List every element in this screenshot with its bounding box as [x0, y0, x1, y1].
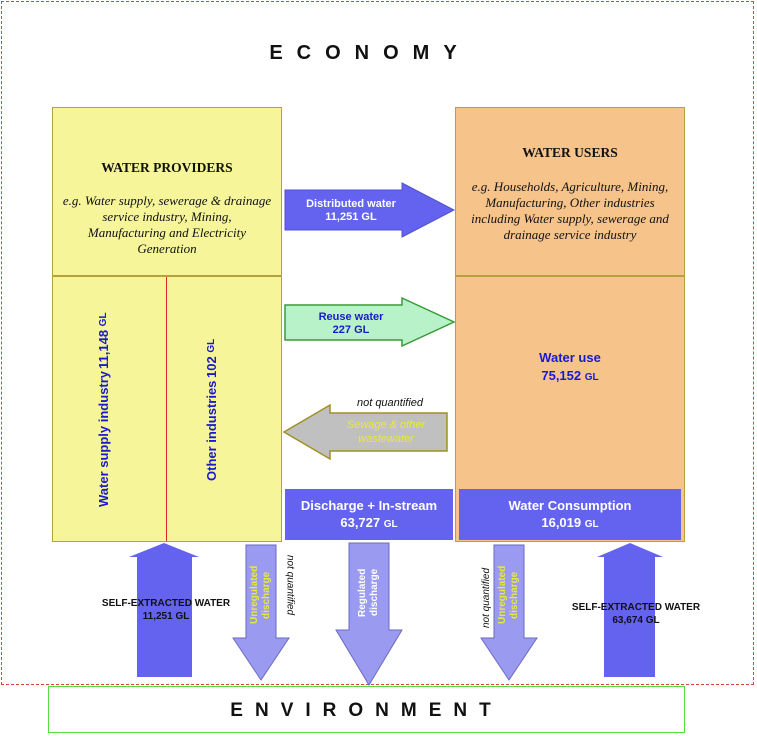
sewage-arrow	[282, 403, 448, 461]
reuse-water-unit: GL	[354, 324, 370, 336]
water-providers-title: WATER PROVIDERS	[101, 160, 233, 175]
self-extracted-left-label: SELF-EXTRACTED WATER	[101, 598, 231, 609]
unregulated-right-label-wrap: Unregulated discharge	[494, 550, 524, 640]
unregulated-discharge-left-note: not quantified	[284, 555, 296, 616]
water-consumption-label: Water Consumption	[508, 498, 632, 513]
unregulated-left-note-wrap: not quantified	[282, 555, 298, 640]
water-consumption-value: 16,019	[541, 515, 582, 530]
unregulated-discharge-right-label: Unregulated discharge	[497, 565, 520, 625]
environment-title: ENVIRONMENT	[230, 700, 503, 721]
sewage-label: Sewage & other wastewater	[346, 419, 426, 445]
unregulated-right-note-wrap: not quantified	[478, 555, 494, 640]
water-users-description: e.g. Households, Agriculture, Mining, Ma…	[471, 179, 669, 242]
self-extracted-right-unit: GL	[645, 615, 660, 626]
self-extracted-right-arrow	[597, 543, 663, 677]
water-providers-box	[52, 107, 282, 276]
economy-boundary	[1, 1, 754, 685]
unregulated-discharge-right-note: not quantified	[480, 567, 492, 628]
unregulated-discharge-left-label: Unregulated discharge	[249, 565, 272, 625]
reuse-water-value-line: 227 GL	[292, 324, 410, 337]
self-extracted-left-unit: GL	[175, 611, 190, 622]
environment-box	[48, 686, 685, 733]
unregulated-discharge-right-arrow	[480, 544, 538, 681]
self-extracted-left-arrow	[129, 543, 199, 677]
discharge-banner: Discharge + In-stream 63,727 GL	[285, 489, 453, 540]
discharge-unit: GL	[383, 519, 398, 530]
water-users-title: WATER USERS	[522, 145, 618, 160]
self-extracted-right-label: SELF-EXTRACTED WATER	[571, 602, 701, 613]
water-providers-description: e.g. Water supply, sewerage & drainage s…	[62, 193, 272, 256]
self-extracted-right-value: 63,674	[612, 615, 643, 626]
distributed-water-value: 11,251	[325, 211, 359, 223]
discharge-label: Discharge + In-stream	[300, 498, 438, 513]
water-use-unit: GL	[584, 372, 599, 383]
reuse-water-label: Reuse water	[318, 311, 384, 323]
discharge-value: 63,727	[340, 515, 381, 530]
distributed-water-arrow	[284, 182, 456, 238]
economy-title: ECONOMY	[269, 42, 471, 64]
water-use-label: Water use	[539, 350, 601, 365]
water-use-value: 75,152	[541, 368, 582, 383]
sewage-note: not quantified	[356, 397, 424, 409]
regulated-label-wrap: Regulated discharge	[349, 555, 389, 630]
distributed-water-value-line: 11,251 GL	[292, 211, 410, 224]
self-extracted-left-value-line: 11,251 GL	[86, 610, 246, 623]
unregulated-discharge-left-arrow	[232, 544, 290, 681]
reuse-water-arrow	[284, 296, 456, 348]
regulated-discharge-label: Regulated discharge	[357, 568, 380, 617]
water-providers-breakdown-box	[52, 276, 282, 542]
discharge-value-line: 63,727 GL	[285, 515, 453, 530]
distributed-water-label: Distributed water	[306, 198, 396, 210]
providers-divider	[166, 277, 167, 541]
regulated-discharge-arrow	[335, 542, 403, 686]
distributed-water-unit: GL	[361, 211, 377, 223]
unregulated-left-label-wrap: Unregulated discharge	[246, 550, 276, 640]
water-consumption-value-line: 16,019 GL	[459, 515, 681, 530]
water-use-value-line: 75,152 GL	[455, 368, 685, 383]
water-users-box	[455, 107, 685, 276]
reuse-water-value: 227	[332, 324, 351, 336]
water-consumption-unit: GL	[584, 519, 599, 530]
water-consumption-banner: Water Consumption 16,019 GL	[459, 489, 681, 540]
self-extracted-left-value: 11,251	[142, 611, 173, 622]
self-extracted-right-value-line: 63,674 GL	[556, 614, 716, 627]
